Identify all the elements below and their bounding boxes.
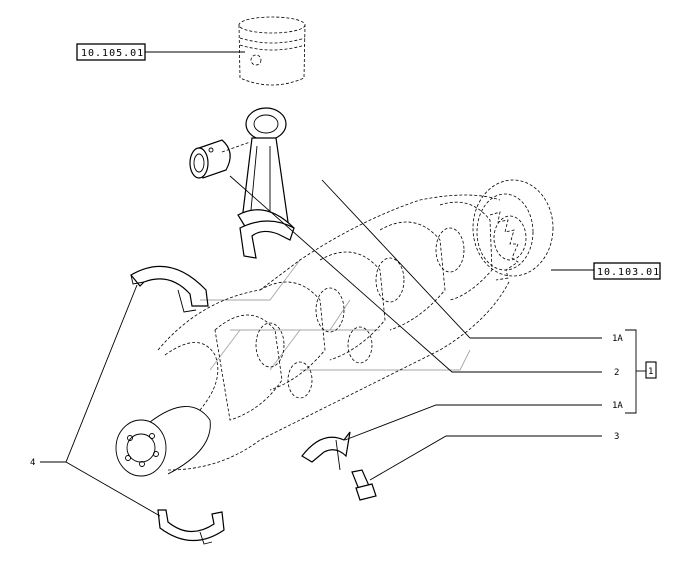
callout-1a-lower: 1A (612, 401, 623, 411)
callout-bracket (625, 329, 637, 414)
callout-1a-upper: 1A (612, 334, 623, 344)
connecting-rod-bolt (351, 469, 377, 501)
callout-2: 2 (614, 368, 619, 378)
main-bearing-lower-shell (157, 509, 225, 545)
group-callout-box (645, 361, 657, 379)
piston-reference-label: 10.105.01 (81, 48, 144, 59)
crankshaft (115, 179, 554, 477)
leader-lines (40, 175, 602, 517)
callout-1-group: 1 (648, 367, 653, 377)
piston-pin-bushing (189, 139, 231, 179)
watermark-logo (200, 259, 471, 371)
flywheel-reference-label: 10.103.01 (597, 267, 660, 278)
connecting-rod (237, 107, 295, 259)
callout-4: 4 (30, 458, 35, 468)
piston-ghost (238, 16, 306, 86)
flywheel-reference-box[interactable]: 10.103.01 (593, 262, 661, 280)
rod-bearing-shell (301, 431, 351, 471)
callout-3: 3 (614, 432, 619, 442)
piston-reference-box[interactable]: 10.105.01 (76, 43, 146, 61)
main-bearing-upper-shell (130, 265, 209, 313)
